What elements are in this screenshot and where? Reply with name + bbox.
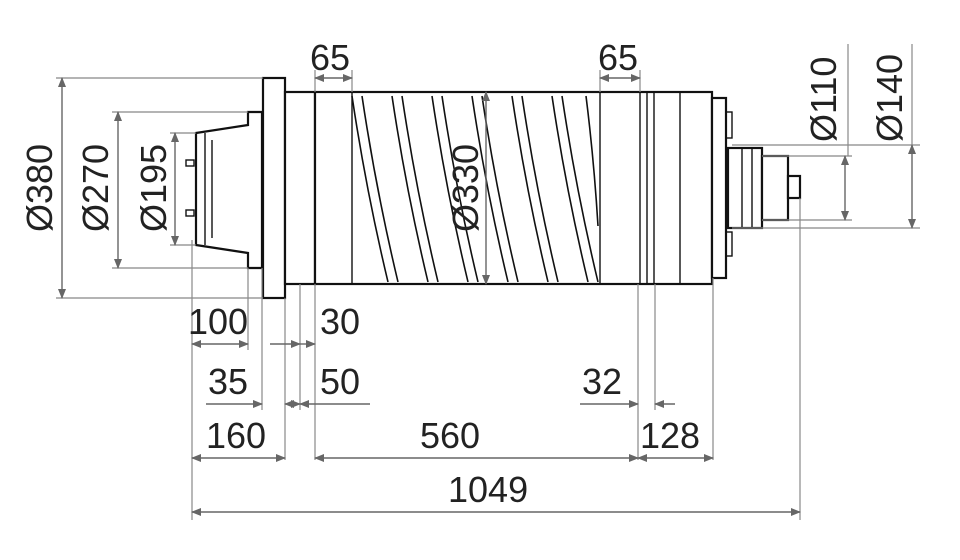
- label-len-128: 128: [640, 415, 700, 456]
- label-dia-110: Ø110: [803, 57, 844, 142]
- rear-housing: [726, 146, 764, 230]
- nose-key-bottom: [185, 209, 195, 217]
- nose-key-top: [185, 159, 195, 167]
- dimension-lines: [58, 74, 916, 516]
- label-len-30: 30: [320, 301, 360, 342]
- flange-step: [283, 90, 317, 286]
- label-len-1049: 1049: [448, 469, 528, 510]
- main-housing: [313, 90, 714, 286]
- rear-cap: [710, 96, 728, 280]
- label-len-100: 100: [188, 301, 248, 342]
- extension-lines: [56, 44, 920, 520]
- label-len-160: 160: [206, 415, 266, 456]
- label-dia-270: Ø270: [75, 144, 116, 232]
- label-len-32: 32: [582, 361, 622, 402]
- label-top-left-65: 65: [310, 37, 350, 78]
- label-dia-140: Ø140: [869, 54, 910, 142]
- spindle-nose: [194, 110, 264, 270]
- label-dia-195: Ø195: [133, 144, 174, 232]
- label-dia-380: Ø380: [19, 144, 60, 232]
- label-dia-330: Ø330: [445, 144, 486, 232]
- rear-shaft: [760, 154, 790, 222]
- helical-grooves: [351, 95, 599, 283]
- label-top-right-65: 65: [598, 37, 638, 78]
- label-len-560: 560: [420, 415, 480, 456]
- rear-shaft-tip: [786, 174, 802, 200]
- spindle-body: [185, 76, 802, 300]
- label-len-50: 50: [320, 361, 360, 402]
- label-len-35: 35: [208, 361, 248, 402]
- dimension-labels: 65 65 Ø380 Ø270 Ø195 Ø330 Ø110 Ø140 100 …: [19, 37, 910, 510]
- flange: [261, 76, 287, 300]
